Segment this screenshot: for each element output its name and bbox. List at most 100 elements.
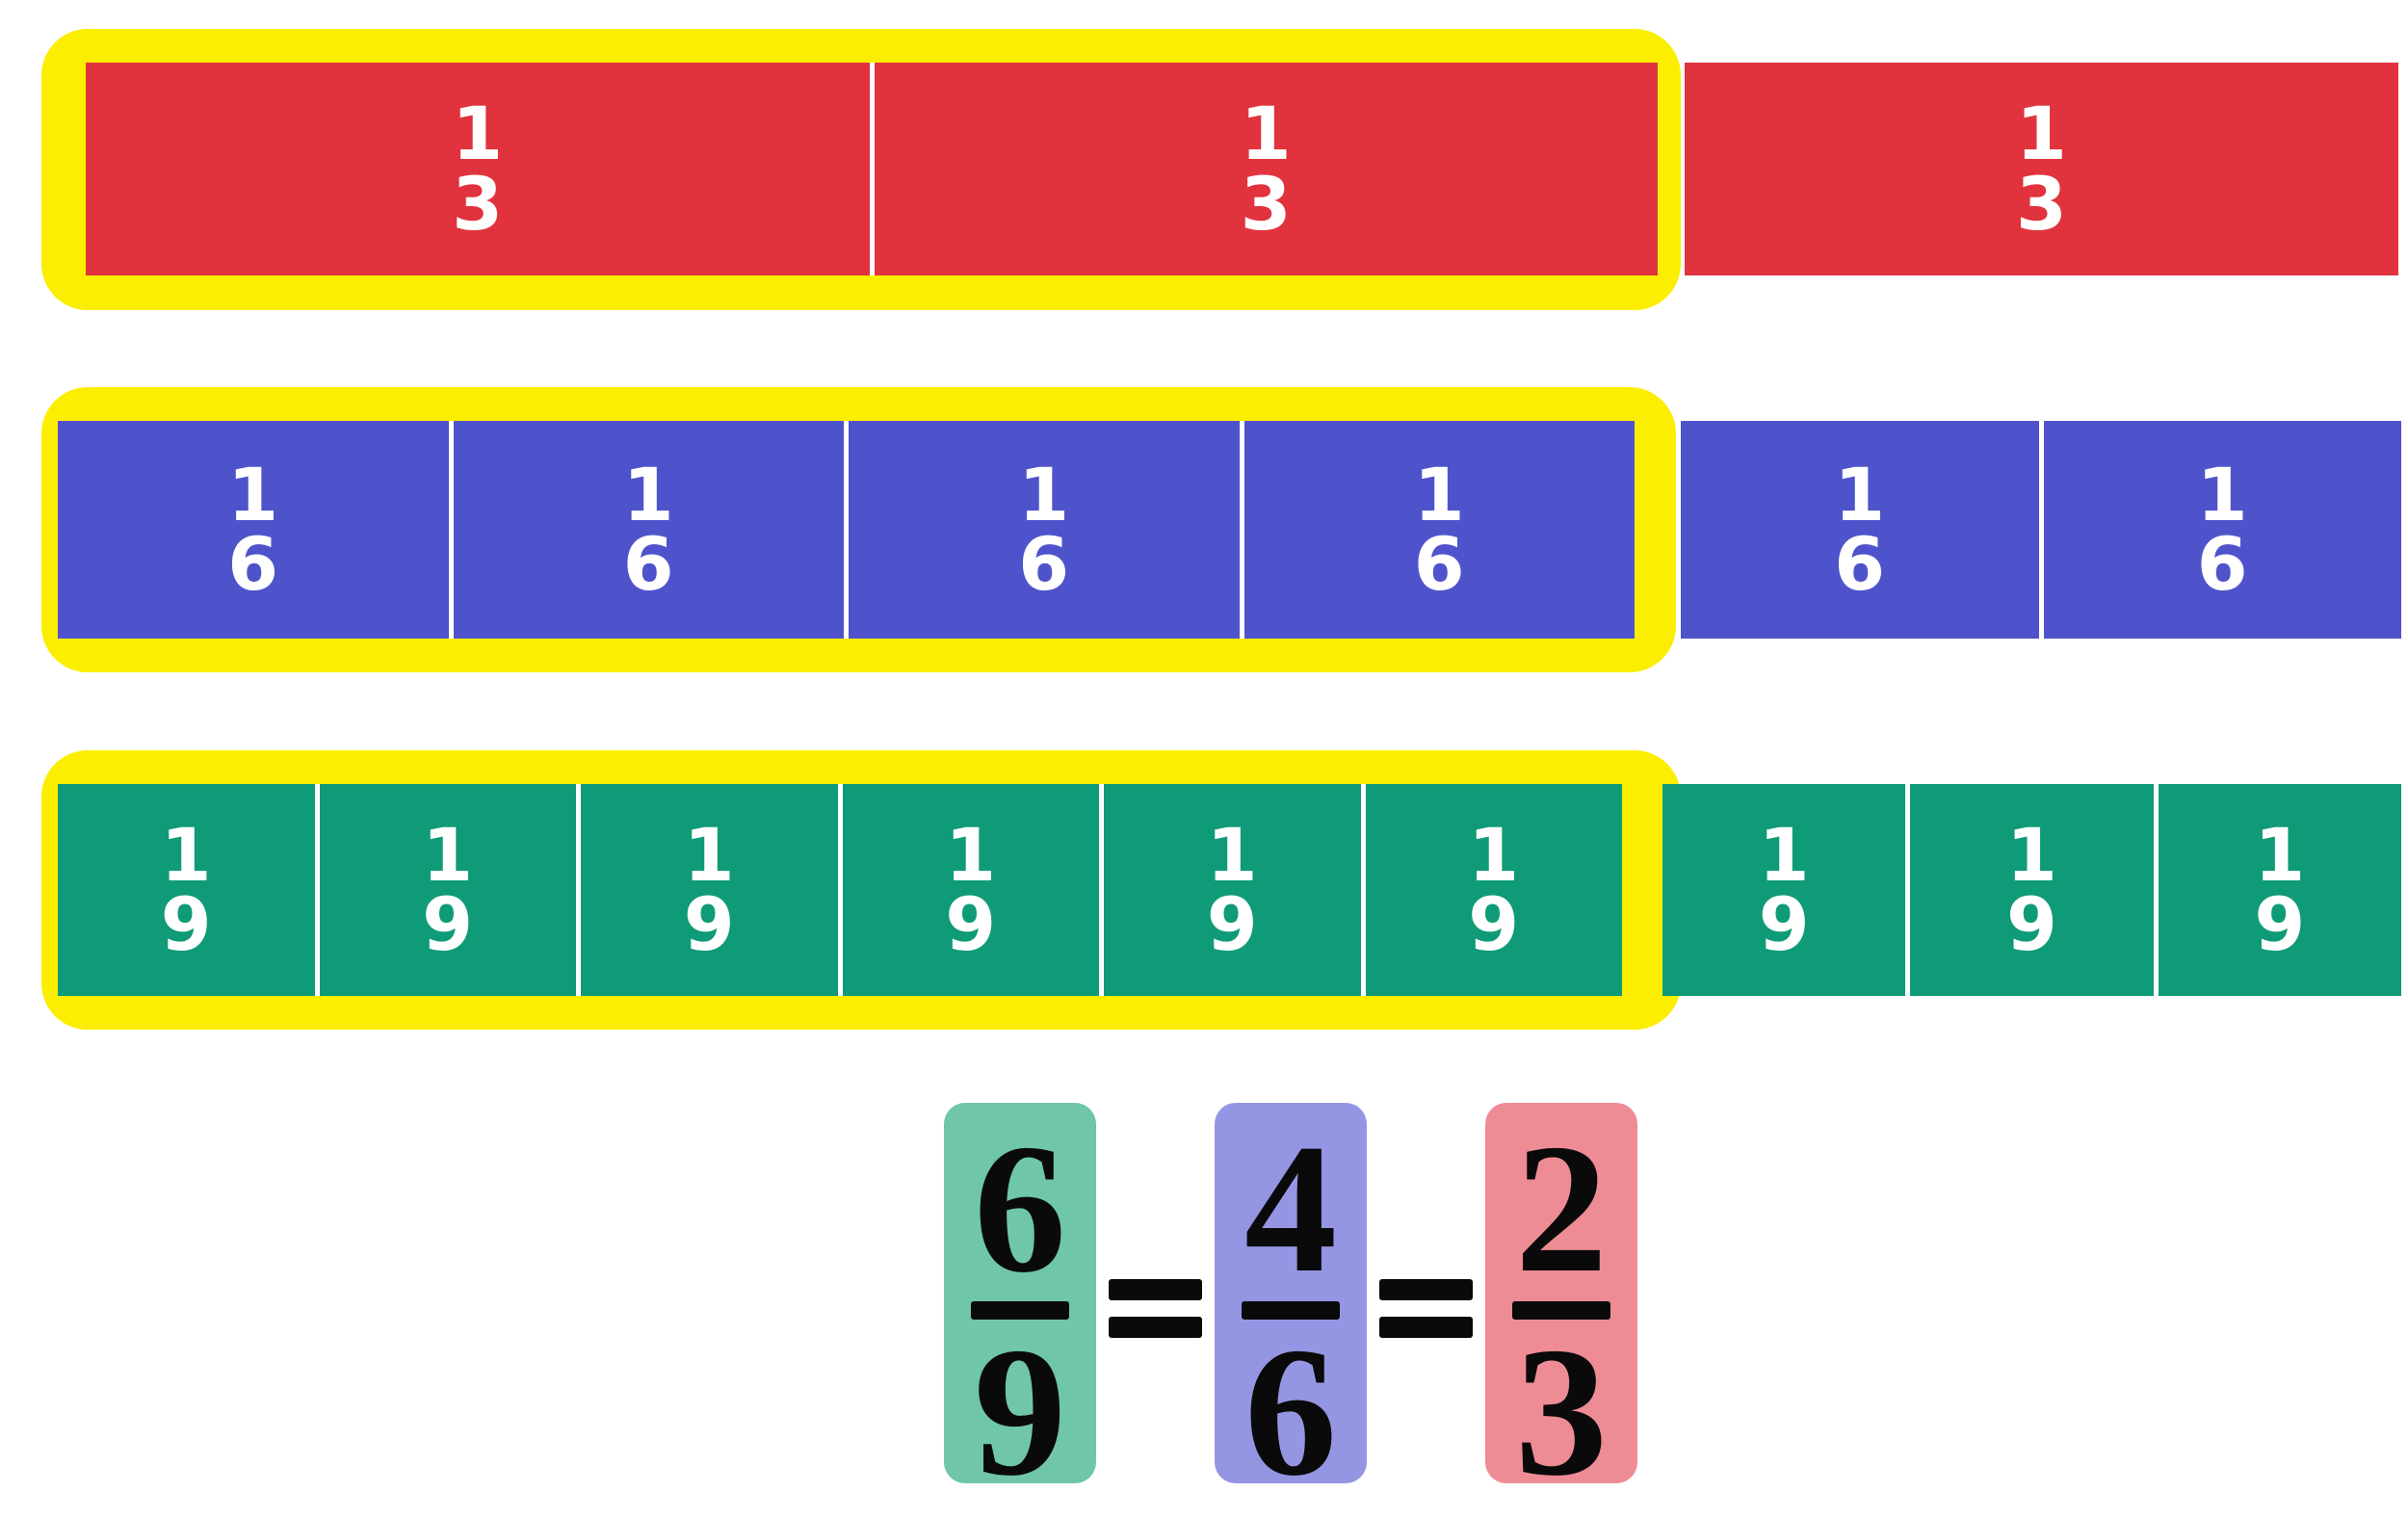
numerator: 1 [2196,451,2248,537]
denominator: 6 [227,521,279,607]
denominator: 9 [974,1309,1066,1514]
denominator: 3 [1240,160,1292,247]
denominator: 9 [1468,881,1520,967]
equals-bar [1109,1317,1202,1338]
denominator: 3 [2016,160,2067,247]
numerator: 1 [422,811,474,898]
numerator: 1 [1240,91,1292,177]
denominator: 6 [1244,1309,1337,1514]
denominator: 3 [1515,1309,1608,1514]
numerator: 1 [1758,811,1810,898]
denominator: 9 [945,881,997,967]
denominator: 6 [1834,521,1886,607]
numerator: 1 [1468,811,1520,898]
denominator: 3 [452,160,504,247]
equals-sign [1367,1118,1485,1499]
fraction-bar [1242,1301,1340,1320]
highlight-outline-ninths [41,750,1681,1030]
denominator: 9 [1758,881,1810,967]
denominator: 6 [2196,521,2248,607]
denominator: 6 [1413,521,1465,607]
denominator: 9 [2006,881,2057,967]
denominator: 9 [683,881,735,967]
numerator: 6 [974,1106,1066,1311]
numerator: 1 [1413,451,1465,537]
highlight-outline-sixths [41,387,1676,672]
numerator: 1 [452,91,504,177]
equals-bar [1379,1317,1473,1338]
numerator: 1 [1206,811,1258,898]
denominator: 6 [622,521,674,607]
denominator: 9 [422,881,474,967]
numerator: 1 [2254,811,2306,898]
fraction-bar [971,1301,1069,1320]
equals-bar [1109,1279,1202,1300]
numerator: 1 [1018,451,1070,537]
numerator: 1 [683,811,735,898]
numerator: 1 [2006,811,2057,898]
equals-bar [1379,1279,1473,1300]
equals-sign [1096,1118,1215,1499]
numerator: 1 [2016,91,2067,177]
denominator: 9 [1206,881,1258,967]
numerator: 1 [945,811,997,898]
fraction-bar [1512,1301,1610,1320]
denominator: 9 [2254,881,2306,967]
denominator: 9 [160,881,212,967]
numerator: 4 [1244,1106,1337,1311]
denominator: 6 [1018,521,1070,607]
numerator: 1 [1834,451,1886,537]
highlight-outline-thirds [41,29,1681,310]
numerator: 1 [227,451,279,537]
numerator: 2 [1515,1106,1608,1311]
numerator: 1 [160,811,212,898]
numerator: 1 [622,451,674,537]
